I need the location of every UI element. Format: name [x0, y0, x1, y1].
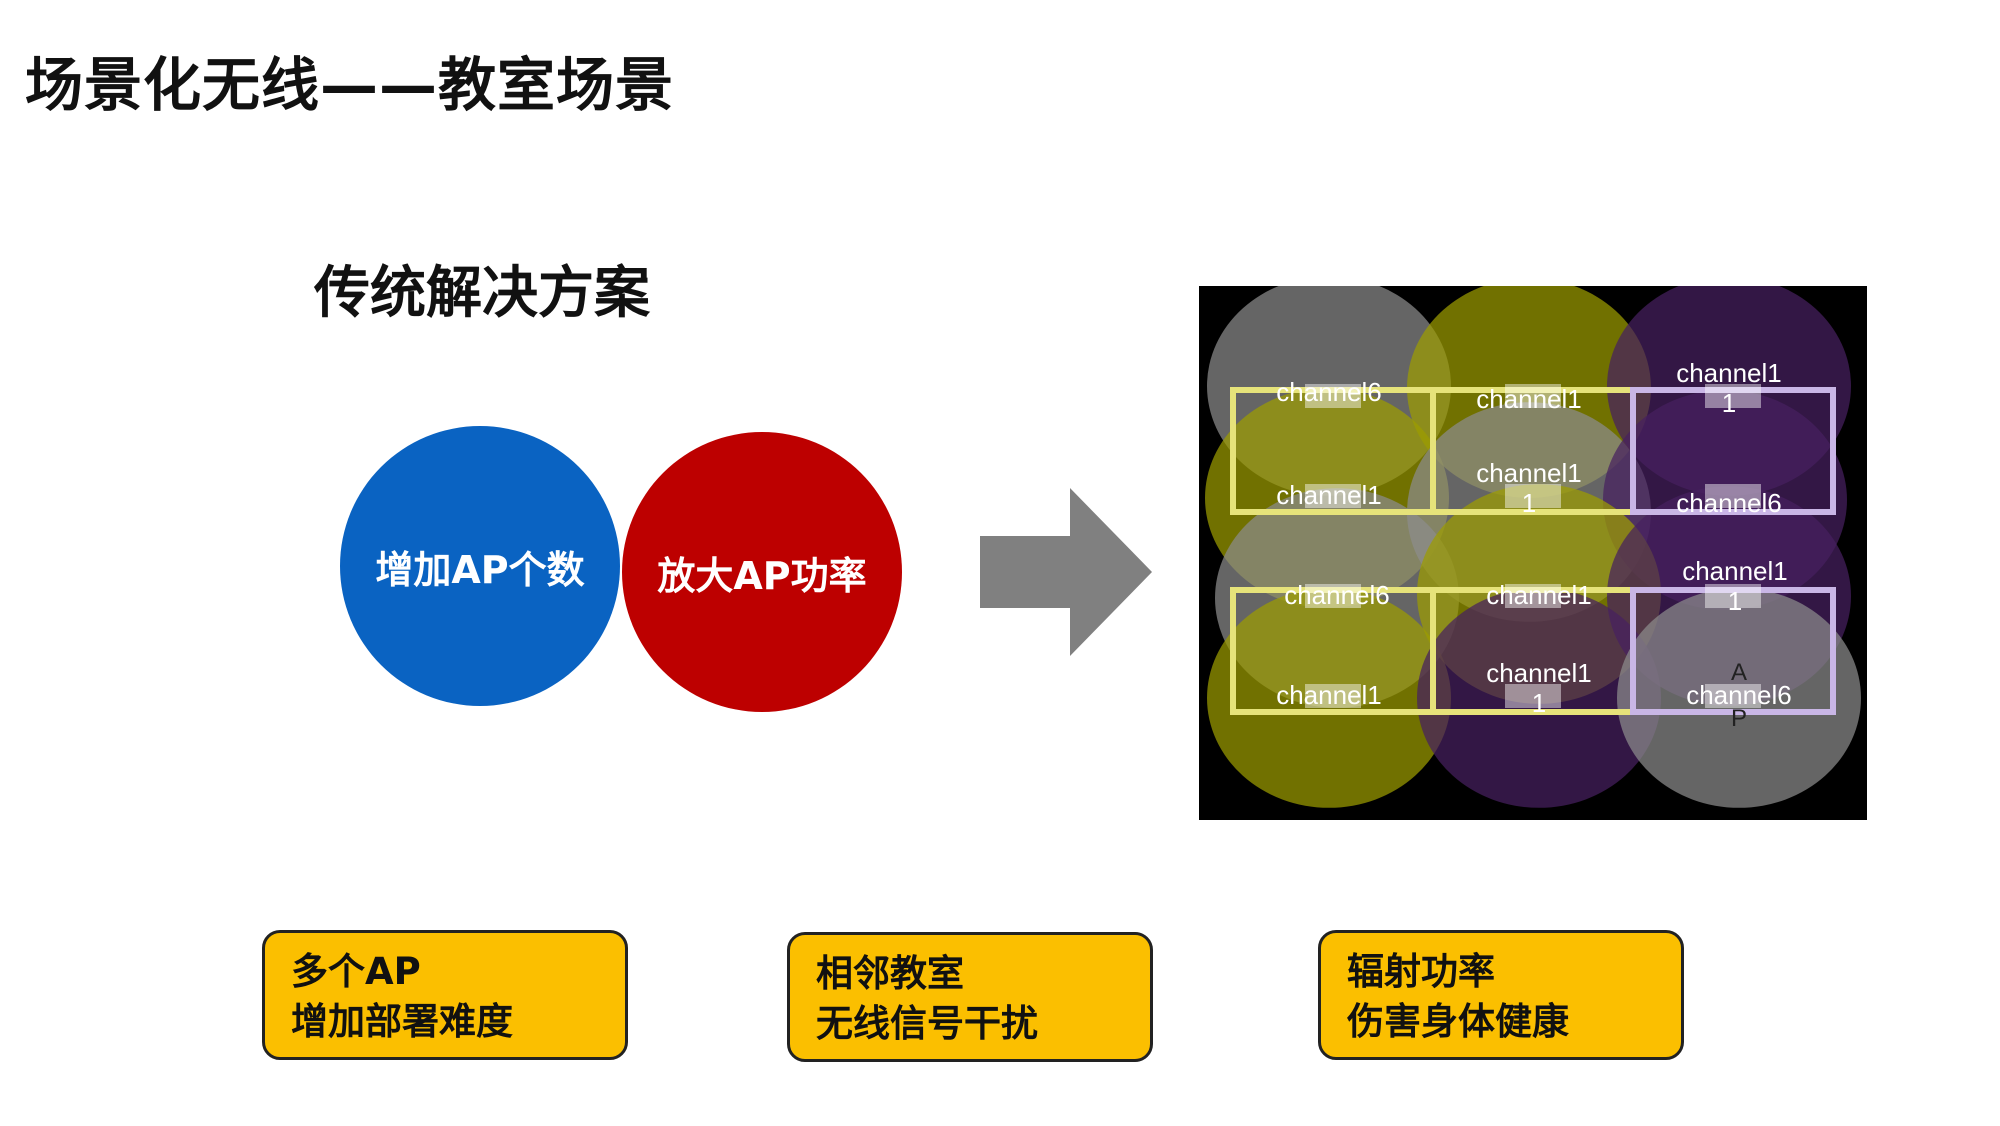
- access-point: [1305, 684, 1361, 708]
- boost-power-label: 放大AP功率: [657, 553, 867, 598]
- note-line: 增加部署难度: [291, 1000, 513, 1043]
- boost-power-circle: 放大AP功率: [622, 432, 902, 712]
- channel-label: channel1: [1676, 358, 1782, 388]
- channel-label: 1: [1722, 388, 1736, 418]
- note-line: 伤害身体健康: [1347, 1000, 1569, 1043]
- access-point: [1705, 584, 1761, 608]
- access-point: [1705, 684, 1761, 708]
- add-ap-circle: 增加AP个数: [340, 426, 620, 706]
- access-point: [1505, 384, 1561, 408]
- channel-label: channel1: [1476, 384, 1582, 414]
- channel-label: 1: [1522, 488, 1536, 518]
- channel-label: channel6: [1676, 488, 1782, 518]
- channel-label: channel1: [1486, 580, 1592, 610]
- right-arrow-icon: [980, 488, 1152, 656]
- channel-label: channel6: [1284, 580, 1390, 610]
- access-point: [1705, 484, 1761, 508]
- classroom-6: [1630, 587, 1836, 715]
- channel-label: channel1: [1276, 680, 1382, 710]
- note-line: 无线信号干扰: [816, 1002, 1038, 1045]
- access-point: [1305, 384, 1361, 408]
- note-radiation: 辐射功率 伤害身体健康: [1318, 930, 1684, 1060]
- channel-label: channel1: [1476, 458, 1582, 488]
- section-subtitle: 传统解决方案: [314, 261, 650, 326]
- ap-label: P: [1731, 705, 1747, 732]
- ap-label: A: [1731, 659, 1747, 686]
- note-interference: 相邻教室 无线信号干扰: [787, 932, 1153, 1062]
- coverage-circle: [1207, 588, 1451, 808]
- access-point: [1505, 584, 1561, 608]
- note-multiple-ap: 多个AP 增加部署难度: [262, 930, 628, 1060]
- access-point: [1505, 684, 1561, 708]
- classroom-3: [1630, 387, 1836, 515]
- coverage-circle: [1417, 588, 1661, 808]
- coverage-circle: [1617, 588, 1861, 808]
- channel-label: channel6: [1276, 377, 1382, 407]
- add-ap-label: 增加AP个数: [375, 547, 585, 592]
- channel-label: 1: [1728, 586, 1742, 616]
- access-point: [1305, 584, 1361, 608]
- note-line: 相邻教室: [816, 952, 964, 995]
- channel-label: channel6: [1686, 680, 1792, 710]
- page-title: 场景化无线——教室场景: [25, 51, 675, 119]
- note-line: 辐射功率: [1347, 950, 1495, 993]
- access-point: [1305, 484, 1361, 508]
- channel-label: channel1: [1682, 556, 1788, 586]
- note-line: 多个AP: [291, 950, 421, 993]
- access-point: [1505, 484, 1561, 508]
- channel-label: channel1: [1276, 480, 1382, 510]
- access-point: [1705, 384, 1761, 408]
- channel-label: 1: [1532, 688, 1546, 718]
- channel-label: channel1: [1486, 658, 1592, 688]
